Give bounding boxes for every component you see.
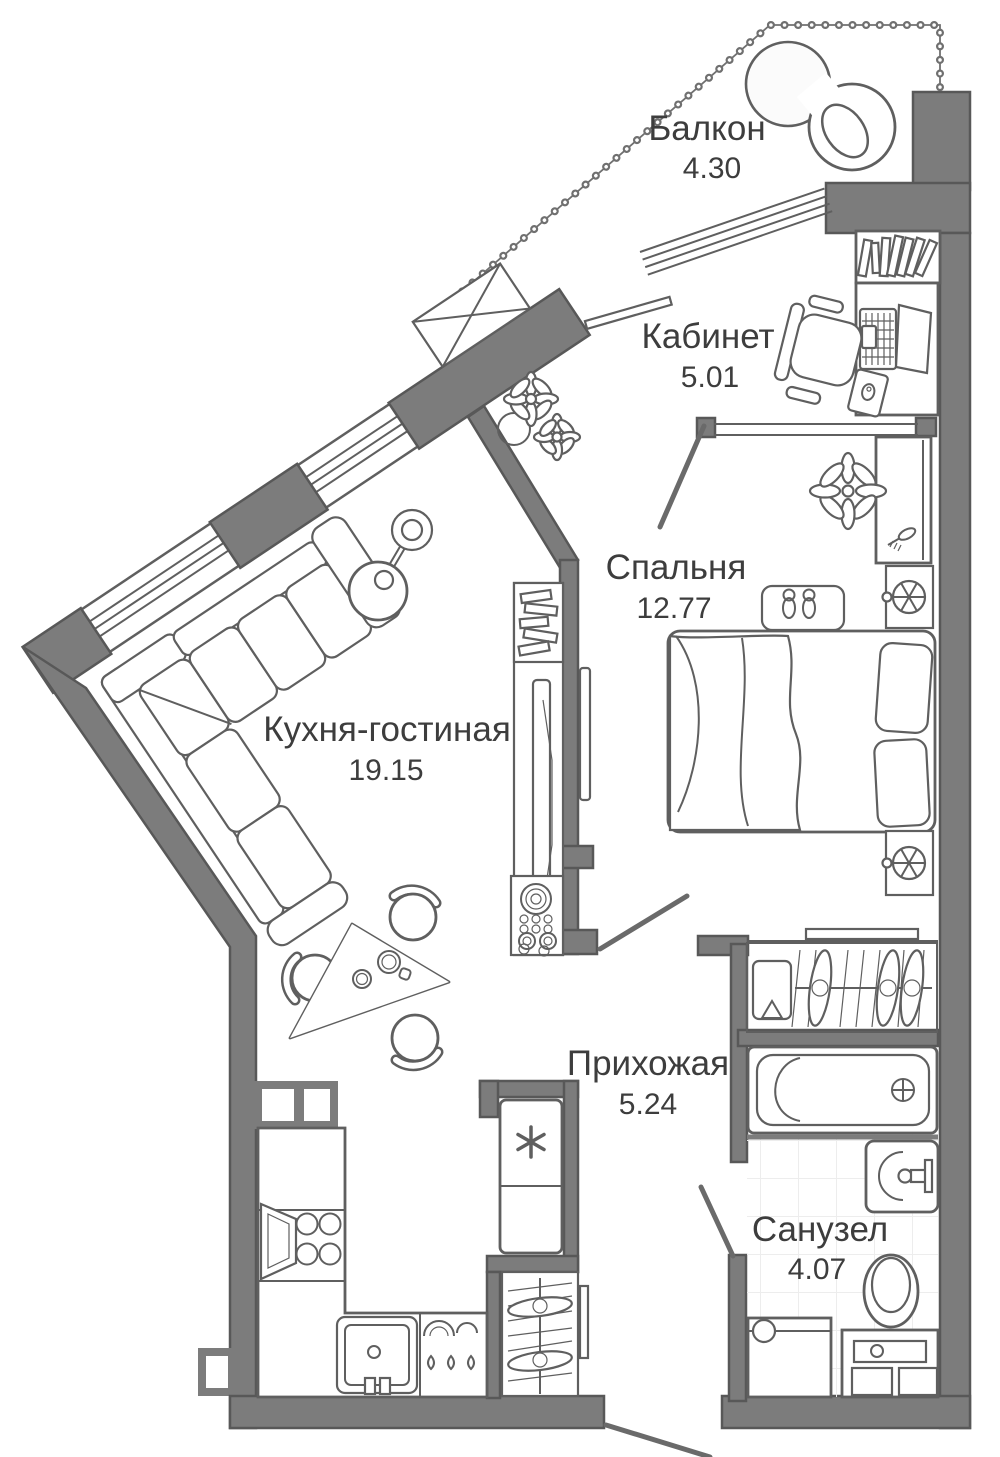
office-door-leaf (657, 423, 707, 530)
doors (583, 295, 736, 1457)
office-chair (773, 294, 863, 405)
kitchen-module (254, 1081, 302, 1129)
bedroom-door-jamb (558, 928, 599, 956)
kitchen (254, 1081, 590, 1399)
bed (666, 629, 937, 834)
kitchen-sink (335, 1315, 419, 1396)
room-label-bedroom: Спальня (606, 548, 747, 587)
right-wall-top (911, 90, 972, 192)
room-label-balcony: Балкон (648, 109, 765, 148)
stove-burners (295, 1212, 342, 1266)
bathroom-sink (864, 1139, 940, 1214)
room-area-bathroom: 4.07 (788, 1253, 846, 1286)
closet-kitchen-wall (485, 1270, 502, 1400)
right-exterior-wall (938, 231, 972, 1430)
hallway-closet (746, 940, 938, 1033)
bedroom-shelf (804, 927, 920, 941)
room-area-office: 5.01 (681, 361, 739, 394)
fridge-closet-wall (485, 1254, 580, 1274)
bookshelf (854, 229, 942, 285)
walls (21, 90, 972, 1430)
dining-chair (390, 1013, 444, 1072)
bedroom-door-leaf (597, 893, 690, 952)
dining-table (280, 884, 451, 1072)
partition-block (914, 416, 938, 438)
blanket (668, 634, 802, 832)
fridge-niche-corner (478, 1079, 500, 1119)
flower-icon (808, 451, 888, 531)
bedroom-furniture (578, 435, 937, 941)
room-label-bathroom: Санузел (752, 1210, 888, 1249)
kitchen-closet (500, 1270, 590, 1398)
tv-stand (509, 581, 565, 957)
pillow (873, 738, 931, 828)
bottom-wall-left (228, 1394, 606, 1430)
kitchen-module (296, 1081, 338, 1129)
room-label-hallway: Прихожая (567, 1044, 729, 1083)
floor-lamp (347, 508, 434, 622)
room-label-kitchen-living: Кухня-гостиная (263, 710, 511, 749)
bedside-mat-slippers (760, 584, 846, 632)
nightstand-fan (881, 564, 935, 630)
toilet-cabinet (840, 1328, 940, 1399)
bathtub (746, 1045, 939, 1135)
kitchen-counter (256, 1126, 489, 1399)
bathroom (746, 1045, 940, 1399)
fridge-niche-right-wall (562, 1079, 580, 1274)
balcony-railing-chain (417, 21, 944, 331)
room-labels: Балкон 4.30 Кабинет 5.01 Спальня 12.77 К… (263, 109, 888, 1286)
dining-chair (388, 884, 442, 942)
balcony-door-leaf (583, 295, 674, 331)
office-bedroom-partition (714, 423, 918, 436)
mousepad (847, 368, 889, 418)
toilet (862, 1253, 920, 1329)
laptop-icon (858, 303, 933, 375)
bathroom-west-wall (729, 942, 749, 1164)
washing-machine (746, 1316, 833, 1399)
room-area-balcony: 4.30 (683, 152, 741, 185)
bathroom-west-wall-lower (727, 1253, 748, 1403)
cooker-hood-icon (259, 1202, 298, 1281)
dish-drainer (423, 1320, 478, 1371)
plant-icon (497, 370, 582, 462)
bathroom-door-leaf (698, 1184, 736, 1259)
wall-pier (208, 462, 330, 570)
balcony-chair (796, 72, 897, 172)
entrance-door-leaf (603, 1422, 713, 1457)
pillow (874, 642, 934, 734)
angled-window-wall (20, 262, 592, 695)
room-area-kitchen-living: 19.15 (348, 754, 423, 787)
room-area-hallway: 5.24 (619, 1088, 677, 1121)
cross-braced-window-icon (411, 262, 532, 369)
room-label-office: Кабинет (641, 317, 774, 356)
office-north-wall (824, 181, 972, 235)
wall-tv-icon (578, 666, 592, 802)
balcony-office-window (639, 187, 833, 276)
office-furniture (773, 229, 942, 418)
wardrobe (874, 435, 933, 565)
freezer-asterisk-icon (516, 1125, 546, 1159)
storage-bag (751, 959, 793, 1021)
room-area-bedroom: 12.77 (636, 592, 711, 625)
audio-system (509, 874, 565, 957)
wall-niche (198, 1348, 236, 1396)
closet-door (578, 1284, 590, 1360)
bottom-wall-right (720, 1394, 972, 1430)
nightstand-fan (881, 829, 935, 897)
fridge (498, 1098, 564, 1255)
